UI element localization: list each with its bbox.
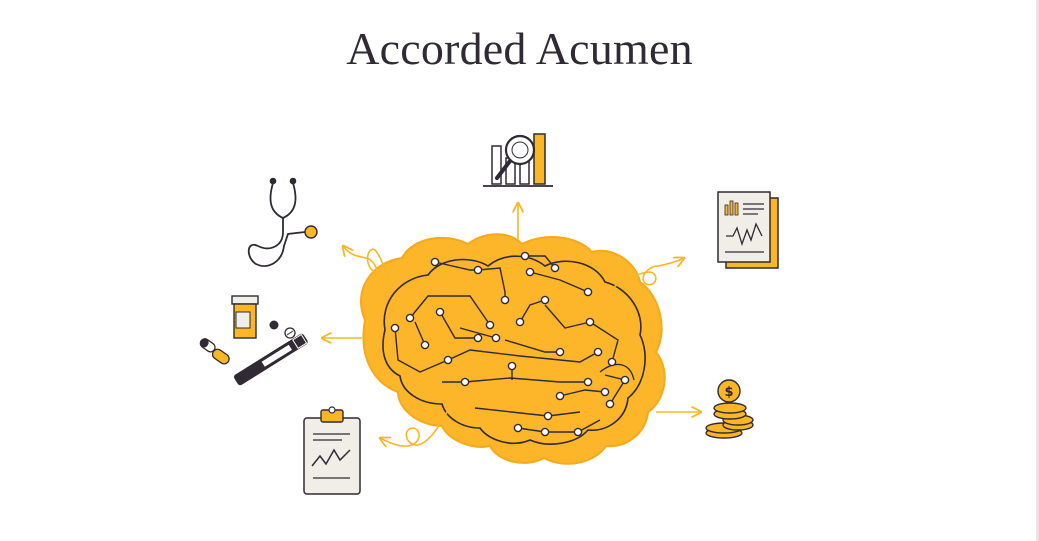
coins-icon: $ xyxy=(705,379,754,439)
brain-nodes xyxy=(390,251,630,437)
page-title: Accorded Acumen xyxy=(346,23,693,74)
arrow-to-report xyxy=(611,258,684,289)
page-edge-divider xyxy=(1036,0,1039,541)
medicine-icon xyxy=(199,295,308,386)
svg-text:$: $ xyxy=(724,385,733,400)
stethoscope-icon xyxy=(247,177,318,267)
connector-arrows xyxy=(322,203,701,446)
clipboard-chart-icon xyxy=(303,406,361,495)
brain-shape xyxy=(359,233,666,465)
arrow-to-clipboard xyxy=(380,409,449,446)
analytics-magnifier-icon xyxy=(483,133,553,187)
report-document-icon xyxy=(717,191,779,269)
brain-circuit-icon xyxy=(359,233,666,465)
arrow-to-stethoscope xyxy=(343,246,393,286)
